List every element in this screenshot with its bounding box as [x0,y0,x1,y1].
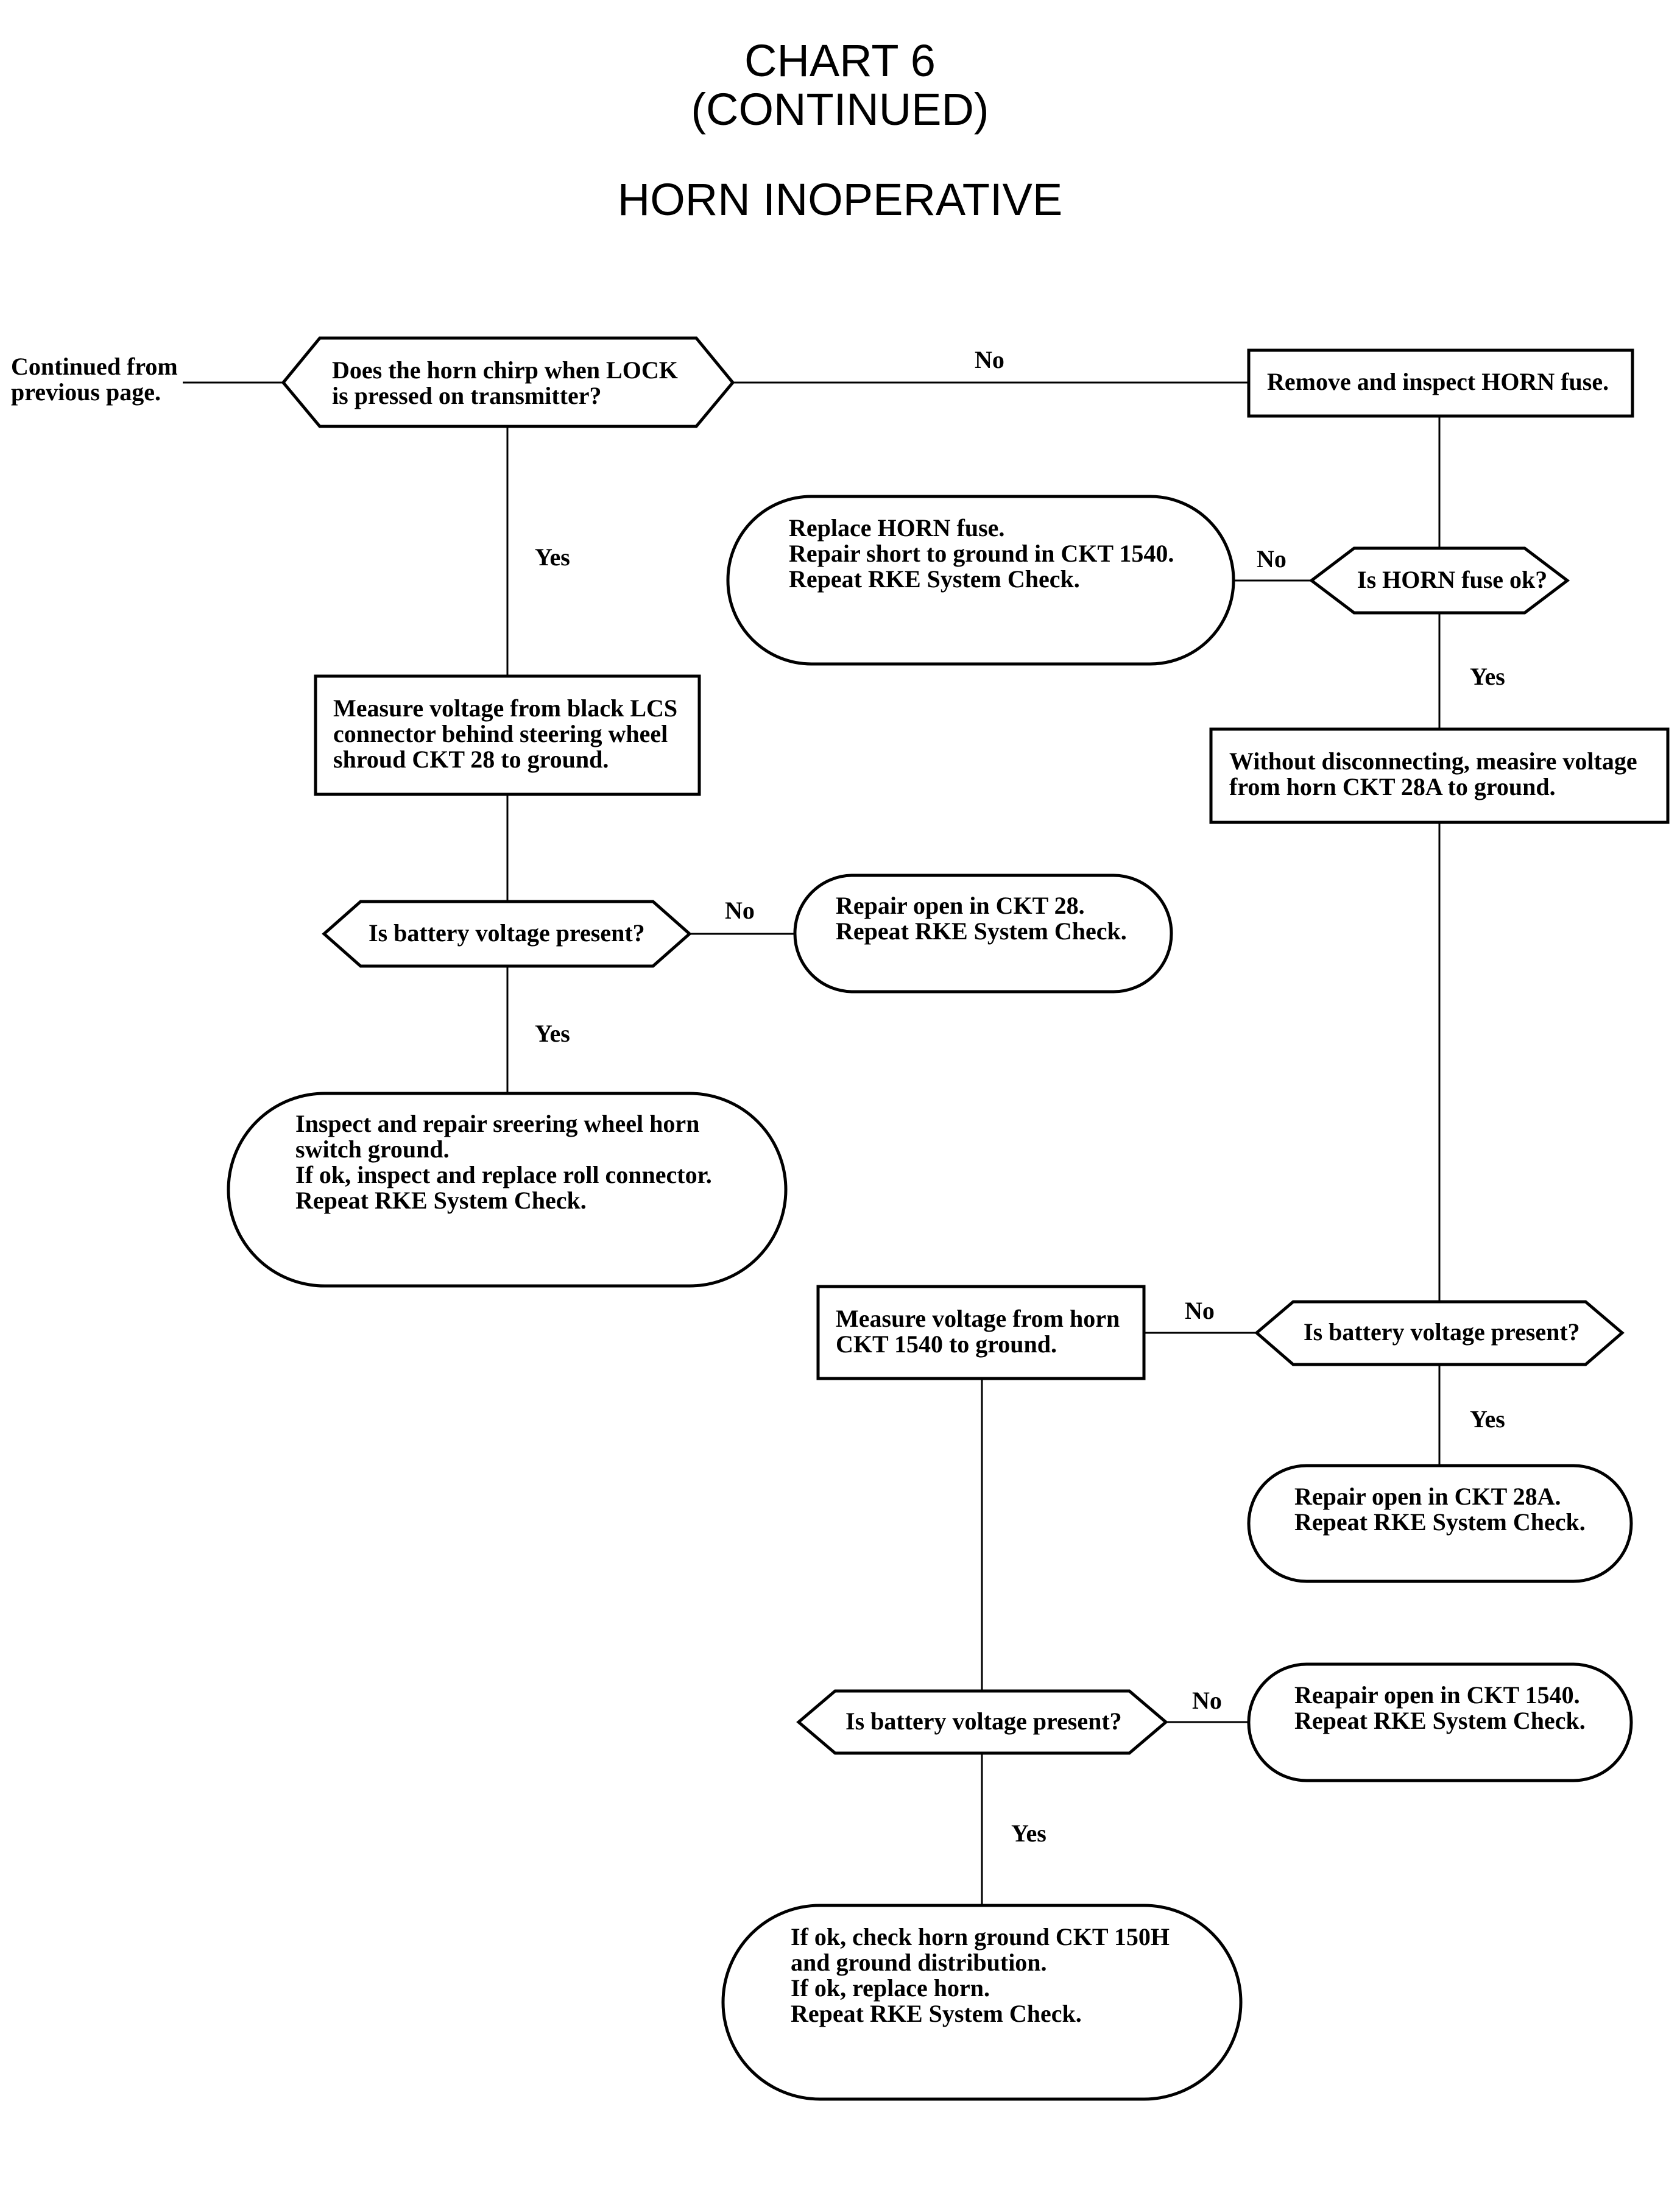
node-text-q-horn-chirp-line: is pressed on transmitter? [332,382,602,409]
node-text-measure-28a-line: Without disconnecting, measire voltage [1229,747,1637,775]
node-text-repair-1540: Reapair open in CKT 1540.Repeat RKE Syst… [1294,1681,1586,1734]
node-text-repair-1540-line: Repeat RKE System Check. [1294,1707,1586,1734]
node-text-final-check-line: and ground distribution. [791,1949,1047,1976]
terminal-repair-28 [793,874,1173,994]
decision-horn-chirp [281,336,735,428]
node-text-repair-28: Repair open in CKT 28.Repeat RKE System … [836,892,1127,945]
process-measure-28a [1209,727,1670,824]
node-text-q-fuse-ok: Is HORN fuse ok? [1357,566,1547,593]
terminal-repair-28a [1247,1464,1633,1583]
node-text-replace-fuse: Replace HORN fuse.Repair short to ground… [789,514,1174,593]
edge-label-no-1: No [975,346,1004,373]
decision-battery-2 [1254,1300,1625,1366]
node-text-repair-28a-line: Repeat RKE System Check. [1294,1508,1586,1536]
terminal-repair-1540 [1247,1662,1633,1782]
edge-label-no-7: No [1185,1297,1215,1324]
node-text-measure-1540-line: Measure voltage from horn [836,1305,1120,1332]
node-shapes [227,336,1670,2101]
node-text-final-check-line: If ok, check horn ground CKT 150H [791,1923,1170,1951]
process-measure-1540 [816,1285,1146,1380]
node-text-final-check-line: Repeat RKE System Check. [791,2000,1082,2027]
node-text-replace-fuse-line: Repeat RKE System Check. [789,565,1080,593]
node-text-repair-1540-line: Reapair open in CKT 1540. [1294,1681,1580,1709]
edge-label-yes-4: Yes [1470,663,1505,690]
node-text-replace-fuse-line: Replace HORN fuse. [789,514,1004,542]
terminal-inspect-ground [227,1092,788,1288]
node-text-remove-fuse-line: Remove and inspect HORN fuse. [1267,368,1609,395]
node-text-inspect-ground-line: Inspect and repair sreering wheel horn [295,1110,699,1137]
chart-title: CHART 6 [744,35,936,86]
continued-from-text-line: previous page. [11,378,161,406]
node-text-inspect-ground-line: Repeat RKE System Check. [295,1187,587,1214]
node-text-q-batt-3: Is battery voltage present? [845,1707,1122,1735]
node-text-q-batt-3-line: Is battery voltage present? [845,1707,1122,1735]
node-text-inspect-ground-line: If ok, inspect and replace roll connecto… [295,1161,712,1188]
node-text-repair-28-line: Repair open in CKT 28. [836,892,1085,919]
node-text-q-batt-2-line: Is battery voltage present? [1304,1318,1580,1346]
node-text-q-horn-chirp-line: Does the horn chirp when LOCK [332,356,678,384]
decision-battery-1 [322,900,692,968]
edge-label-yes-6: Yes [535,1020,570,1047]
node-text-q-fuse-ok-line: Is HORN fuse ok? [1357,566,1547,593]
terminal-replace-fuse [726,495,1235,666]
node-text-replace-fuse-line: Repair short to ground in CKT 1540. [789,540,1174,567]
node-text-measure-28a-line: from horn CKT 28A to ground. [1229,773,1556,800]
node-text-measure-lcs-line: connector behind steering wheel [333,720,668,747]
edge-label-no-9: No [1192,1687,1222,1714]
process-measure-lcs [314,674,701,796]
node-text-remove-fuse: Remove and inspect HORN fuse. [1267,368,1609,395]
process-remove-fuse [1247,348,1634,418]
node-text-measure-1540-line: CKT 1540 to ground. [836,1330,1057,1358]
node-text-q-batt-2: Is battery voltage present? [1304,1318,1580,1346]
node-text-inspect-ground-line: switch ground. [295,1135,450,1163]
decision-fuse-ok [1308,546,1570,615]
edge-label-yes-10: Yes [1011,1820,1046,1847]
terminal-final-check [721,1904,1243,2101]
continued-from-text-line: Continued from [11,353,178,380]
node-text-q-batt-1: Is battery voltage present? [369,919,645,947]
node-text-final-check-line: If ok, replace horn. [791,1974,990,2002]
edge-label-yes-2: Yes [535,543,570,571]
chart-title-continued: (CONTINUED) [691,84,989,135]
node-text-q-batt-1-line: Is battery voltage present? [369,919,645,947]
edge-label-no-5: No [725,897,755,924]
node-text-repair-28a: Repair open in CKT 28A.Repeat RKE System… [1294,1483,1586,1536]
chart-subtitle: HORN INOPERATIVE [617,174,1063,225]
edge-label-no-3: No [1257,545,1286,573]
node-text-repair-28a-line: Repair open in CKT 28A. [1294,1483,1561,1510]
node-text-repair-28-line: Repeat RKE System Check. [836,917,1127,945]
node-text-measure-lcs-line: Measure voltage from black LCS [333,694,677,722]
edge-label-yes-8: Yes [1470,1405,1505,1433]
decision-battery-3 [796,1689,1168,1755]
node-text-measure-lcs-line: shroud CKT 28 to ground. [333,746,609,773]
connectors [183,381,1441,1905]
